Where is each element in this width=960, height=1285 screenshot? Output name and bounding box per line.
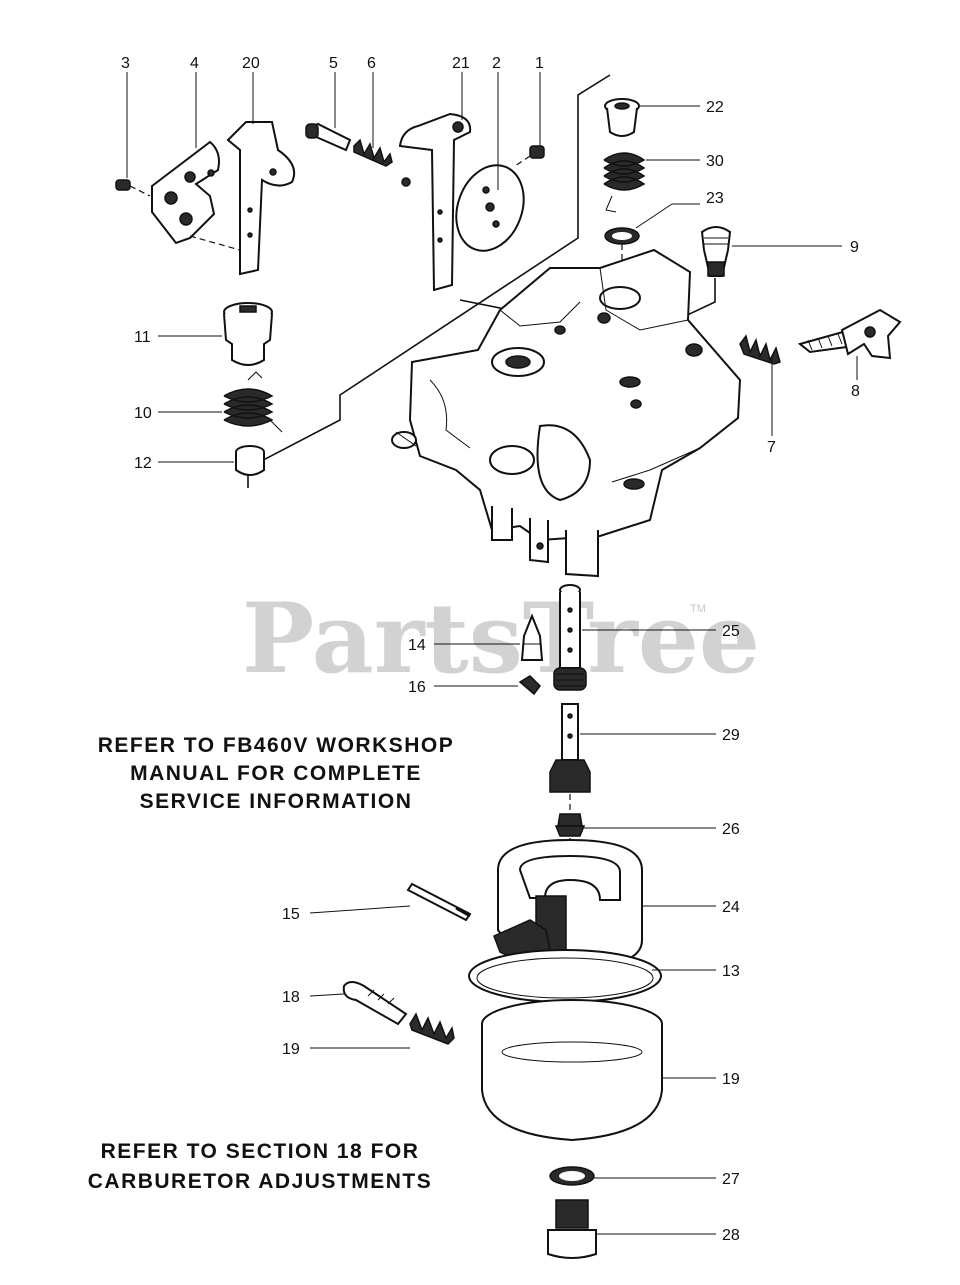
- callout-19-spring: 19: [282, 1041, 300, 1058]
- drain-plug-28: [547, 1199, 597, 1259]
- needle-valve-14: [520, 613, 544, 661]
- note-line-3: SERVICE INFORMATION: [140, 790, 413, 813]
- callout-5: 5: [329, 55, 338, 72]
- callout-25: 25: [722, 623, 740, 640]
- callout-9: 9: [850, 239, 859, 256]
- float-24: [493, 838, 643, 970]
- spring-7: [739, 334, 781, 365]
- choke-lever-shaft: [398, 112, 472, 292]
- throttle-plate: [151, 140, 220, 245]
- float-pin-15: [406, 882, 472, 922]
- service-note: REFER TO FB460V WORKSHOP MANUAL FOR COMP…: [98, 734, 455, 813]
- gasket-13: [468, 949, 662, 1003]
- callout-26: 26: [722, 821, 740, 838]
- callout-18: 18: [282, 989, 300, 1006]
- float-bowl-19: [481, 999, 663, 1142]
- spring-30: [603, 152, 646, 213]
- watermark-tm: TM: [690, 603, 706, 615]
- idle-jet-9: [700, 226, 732, 277]
- callout-11: 11: [134, 329, 151, 346]
- note-line-2: MANUAL FOR COMPLETE: [130, 762, 422, 785]
- callout-4: 4: [190, 55, 199, 72]
- callout-21: 21: [452, 55, 470, 72]
- screw-3: [115, 179, 151, 197]
- callout-1: 1: [535, 55, 544, 72]
- emulsion-tube-25: [553, 584, 587, 691]
- callout-27: 27: [722, 1171, 740, 1188]
- callout-23: 23: [706, 190, 724, 207]
- spring-10: [223, 371, 283, 433]
- callout-20: 20: [242, 55, 260, 72]
- bushing-22: [604, 98, 640, 137]
- main-jet-29: [549, 703, 591, 812]
- choke-plate: [455, 164, 525, 252]
- note-line-5: CARBURETOR ADJUSTMENTS: [88, 1170, 433, 1193]
- watermark-text: PartsTree: [242, 582, 760, 695]
- callout-13: 13: [722, 963, 740, 980]
- body-stub: [391, 431, 417, 449]
- collar-12: [235, 445, 265, 476]
- callout-12: 12: [134, 455, 152, 472]
- callout-16: 16: [408, 679, 426, 696]
- callout-30: 30: [706, 153, 724, 170]
- carburetor-body: [408, 248, 742, 542]
- spring-6: [353, 138, 393, 167]
- adjustment-note: REFER TO SECTION 18 FOR CARBURETOR ADJUS…: [88, 1140, 433, 1193]
- callout-numbers: 3 4 20 5 6 21 2 1 22 30 23 9 11 8 10 7 1…: [121, 55, 860, 1244]
- note-line-4: REFER TO SECTION 18 FOR: [101, 1140, 420, 1163]
- callout-19-bowl: 19: [722, 1071, 740, 1088]
- screw-1: [514, 145, 545, 167]
- note-line-1: REFER TO FB460V WORKSHOP: [98, 734, 455, 757]
- adjust-screw-5: [305, 122, 352, 152]
- callout-22: 22: [706, 99, 724, 116]
- callout-28: 28: [722, 1227, 740, 1244]
- idle-speed-screw-8: [797, 308, 902, 360]
- throttle-shaft-bracket: [189, 121, 296, 276]
- callout-15: 15: [282, 906, 300, 923]
- leader-lines: [126, 72, 858, 1235]
- callout-7: 7: [767, 439, 776, 456]
- washer-27: [549, 1166, 595, 1186]
- callout-10: 10: [134, 405, 152, 422]
- callout-3: 3: [121, 55, 130, 72]
- bolt-18: [342, 981, 408, 1026]
- spring-19: [409, 1012, 455, 1045]
- callout-24: 24: [722, 899, 740, 916]
- body-legs: [491, 506, 599, 578]
- clip-16: [518, 675, 541, 696]
- callout-6: 6: [367, 55, 376, 72]
- bushing-11: [223, 302, 273, 366]
- callout-8: 8: [851, 383, 860, 400]
- callout-14: 14: [408, 637, 426, 654]
- callout-29: 29: [722, 727, 740, 744]
- callout-2: 2: [492, 55, 501, 72]
